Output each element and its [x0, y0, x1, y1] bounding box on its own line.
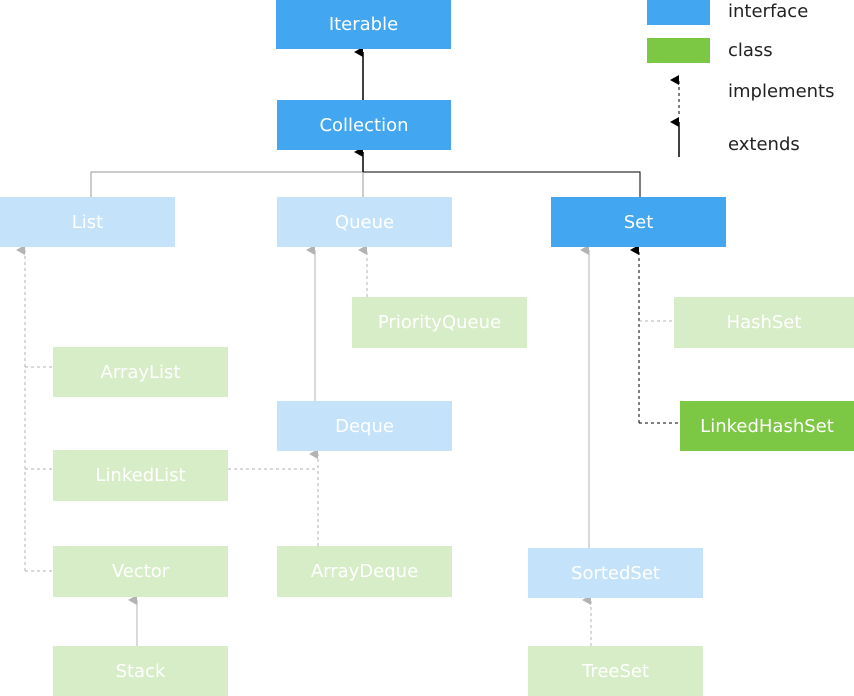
node-arraydeque: ArrayDeque: [277, 546, 452, 597]
node-priorityqueue: PriorityQueue: [352, 297, 527, 348]
legend-interface-swatch: [647, 0, 710, 25]
node-vector: Vector: [53, 546, 228, 597]
node-linkedhashset: LinkedHashSet: [680, 401, 854, 451]
edge-set-collection: [363, 171, 641, 197]
node-linkedlist: LinkedList: [53, 450, 228, 501]
legend-implements-label: implements: [728, 81, 835, 102]
node-sortedset: SortedSet: [528, 548, 703, 598]
node-treeset: TreeSet: [528, 646, 703, 696]
node-iterable: Iterable: [276, 0, 451, 49]
legend-class-swatch: [647, 38, 710, 63]
node-deque: Deque: [277, 401, 452, 451]
node-collection: Collection: [277, 100, 451, 150]
legend-extends-label: extends: [728, 134, 800, 155]
node-stack: Stack: [53, 646, 228, 696]
legend-interface-label: interface: [728, 1, 809, 22]
node-queue: Queue: [277, 197, 452, 247]
node-hashset: HashSet: [674, 297, 854, 348]
node-list: List: [0, 197, 175, 247]
node-set: Set: [551, 197, 726, 247]
legend-class-label: class: [728, 40, 773, 61]
edge-list-collection: [90, 171, 363, 197]
node-arraylist: ArrayList: [53, 347, 228, 397]
